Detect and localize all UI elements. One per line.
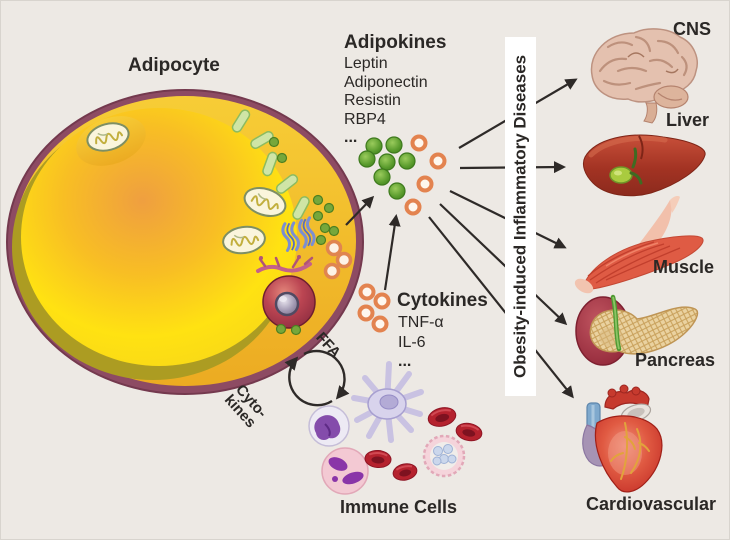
adipokines-heading: Adipokines [344, 32, 447, 53]
green-vesicles [268, 136, 340, 336]
adipokine-cluster [358, 134, 447, 216]
adipocyte-label: Adipocyte [128, 55, 220, 76]
monocyte-icon [321, 447, 369, 495]
dendritic-cell-icon [351, 361, 424, 443]
arrow-cytokines-to-cluster [383, 214, 401, 291]
organ-label-cardiovascular: Cardiovascular [586, 494, 717, 514]
brain-icon [590, 28, 698, 124]
mitochondrion-icon [243, 187, 287, 217]
pancreas-icon [575, 294, 699, 366]
organ-label-pancreas: Pancreas [635, 350, 716, 370]
adipokine-item: RBP4 [344, 110, 386, 128]
adipokine-item-ellipsis: ... [344, 129, 358, 146]
ffa-cytokine-cycle-icon [284, 349, 350, 407]
endoplasmic-reticulum-icon [281, 216, 316, 252]
red-blood-cells [364, 407, 483, 481]
banner-obesity-induced-inflammatory-diseases: Obesity-induced Inflammatory Diseases [505, 37, 536, 396]
nucleus-icon [262, 275, 316, 329]
heart-icon [582, 384, 663, 493]
cytokine-item-ellipsis: ... [398, 353, 412, 370]
adipocyte-cell [6, 89, 364, 395]
mitochondrion-icon [86, 122, 130, 152]
organ-label-cns: CNS [673, 19, 712, 39]
neutrophil-icon [422, 434, 466, 478]
green-rod-organelles [231, 109, 310, 220]
mitochondrion-icon [222, 225, 266, 255]
lipid-droplet [21, 108, 297, 366]
liver-icon [582, 134, 706, 197]
cytokine-cluster [357, 283, 391, 333]
adipokine-item: Adiponectin [344, 73, 428, 91]
organ-label-muscle: Muscle [653, 257, 715, 277]
arrow-cell-to-adipokines [345, 195, 375, 226]
cytokine-item: IL-6 [398, 333, 426, 351]
adipokine-item: Leptin [344, 55, 388, 72]
immune-cells-label: Immune Cells [340, 497, 458, 517]
golgi-icon [256, 255, 314, 273]
cytokines-list: TNF-α IL-6 ... [398, 313, 444, 372]
arrow-to-cardiovascular [428, 216, 574, 399]
cytokines-heading: Cytokines [397, 290, 488, 311]
muscle-icon [574, 196, 704, 294]
orange-vesicles [323, 239, 353, 280]
adipokines-list: Leptin Adiponectin Resistin RBP4 ... [344, 55, 428, 148]
lymphocyte-icon [308, 405, 350, 447]
immune-cells-group [308, 361, 483, 495]
adipokine-item: Resistin [344, 92, 401, 109]
cytokine-item: TNF-α [398, 314, 444, 331]
organ-label-liver: Liver [666, 110, 710, 130]
arrow-to-pancreas [439, 203, 568, 326]
